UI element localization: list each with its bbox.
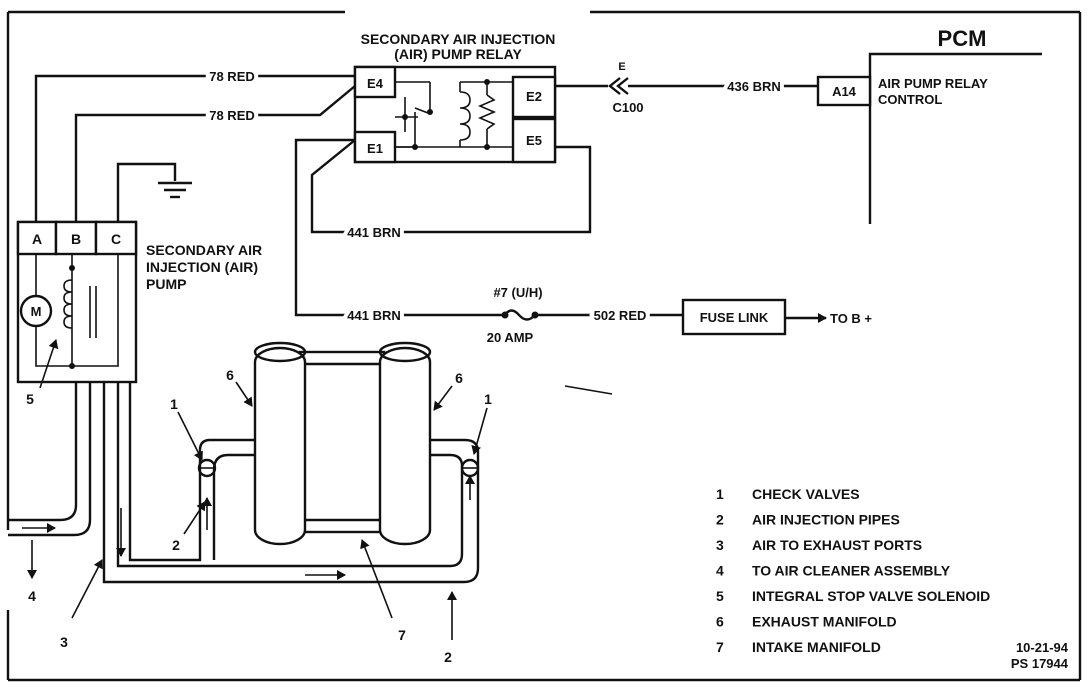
callout-2-left: 2 (172, 537, 180, 553)
wire-78-red-a-label: 78 RED (209, 69, 255, 84)
wire-78-red-b-label: 78 RED (209, 108, 255, 123)
callout-1-left: 1 (170, 396, 178, 412)
pcm-pin-a14: A14 (832, 84, 857, 99)
fuse-rating: 20 AMP (487, 330, 534, 345)
fuse-7: #7 (U/H) 20 AMP (487, 285, 543, 345)
fuse-name: #7 (U/H) (493, 285, 542, 300)
relay-pin-e2: E2 (526, 89, 542, 104)
relay-pin-e4: E4 (367, 76, 384, 91)
wire-441-brn-upper: 441 BRN (310, 139, 592, 244)
legend-number: 5 (716, 588, 724, 604)
callout-5: 5 (26, 391, 34, 407)
check-valve-left-icon (197, 458, 217, 478)
wire-441-brn-lower: 441 BRN 502 RED (294, 138, 683, 327)
fuse-link-label: FUSE LINK (700, 310, 769, 325)
fuse-link: FUSE LINK TO B + (681, 298, 872, 336)
legend-number: 2 (716, 512, 724, 528)
legend-number: 7 (716, 639, 724, 655)
ground-wire (116, 162, 192, 225)
wire-502-red-label: 502 RED (594, 308, 647, 323)
solenoid-coil-icon (63, 279, 73, 329)
legend-text: INTAKE MANIFOLD (752, 639, 881, 655)
relay-title-line2: (AIR) PUMP RELAY (394, 46, 522, 62)
pcm-label-line2: CONTROL (878, 92, 942, 107)
callout-6-right: 6 (455, 370, 463, 386)
wire-441-brn-upper-label: 441 BRN (347, 225, 400, 240)
legend-number: 4 (716, 563, 724, 579)
legend-text: AIR INJECTION PIPES (752, 512, 900, 528)
legend-text: CHECK VALVES (752, 486, 860, 502)
callout-4: 4 (28, 588, 36, 604)
legend-text: AIR TO EXHAUST PORTS (752, 537, 922, 553)
relay-pin-e2-box (511, 75, 557, 119)
pump-label-line3: PUMP (146, 276, 186, 292)
wire-436-brn: 436 BRN E C100 (555, 61, 818, 115)
pump-motor-label: M (31, 304, 42, 319)
legend-text: INTEGRAL STOP VALVE SOLENOID (752, 588, 990, 604)
pcm-module: PCM A14 AIR PUMP RELAY CONTROL (816, 26, 1042, 224)
pump-pin-c: C (111, 231, 121, 247)
air-pump-relay: SECONDARY AIR INJECTION (AIR) PUMP RELAY… (353, 31, 557, 164)
air-pump: A B C M SECONDARY AIR INJECTION (AIR) PU… (16, 220, 262, 384)
connector-c100-icon (608, 77, 629, 95)
wire-78-red-a: 78 RED (34, 65, 355, 225)
intake-manifold (298, 350, 386, 534)
pump-pin-a: A (32, 231, 42, 247)
relay-pin-e5-box (511, 117, 557, 164)
to-battery-label: TO B + (830, 311, 872, 326)
pump-label-line1: SECONDARY AIR (146, 242, 262, 258)
legend-number: 3 (716, 537, 724, 553)
relay-pin-e5: E5 (526, 133, 542, 148)
callout-1-right: 1 (484, 391, 492, 407)
pump-label-line2: INJECTION (AIR) (146, 259, 258, 275)
callouts: 5 6 6 1 1 2 2 3 4 7 (26, 339, 613, 665)
legend-text: TO AIR CLEANER ASSEMBLY (752, 563, 951, 579)
pcm-label-line1: AIR PUMP RELAY (878, 76, 988, 91)
connector-letter: E (618, 61, 625, 73)
footer-ref: PS 17944 (1011, 656, 1069, 671)
legend-number: 1 (716, 486, 724, 502)
legend-number: 6 (716, 614, 724, 630)
wire-441-brn-lower-label: 441 BRN (347, 308, 400, 323)
wire-436-brn-label: 436 BRN (727, 79, 780, 94)
relay-coil-icon (395, 79, 513, 150)
air-hoses (8, 382, 480, 584)
footer-date: 10-21-94 (1016, 640, 1069, 655)
exhaust-manifold-left (253, 341, 307, 546)
callout-3: 3 (60, 634, 68, 650)
legend: 1 CHECK VALVES 2 AIR INJECTION PIPES 3 AIR TO… (716, 486, 990, 655)
relay-title-line1: SECONDARY AIR INJECTION (361, 31, 556, 47)
pump-pin-b: B (71, 231, 81, 247)
relay-switch-contacts (395, 81, 433, 148)
legend-text: EXHAUST MANIFOLD (752, 614, 897, 630)
wire-78-red-b: 78 RED (74, 85, 356, 225)
motor-icon (19, 294, 53, 328)
callout-2-bottom: 2 (444, 649, 452, 665)
check-valve-right-icon (460, 458, 480, 478)
diagram-border (6, 10, 1082, 682)
pcm-title: PCM (938, 26, 987, 51)
callout-6-left: 6 (226, 367, 234, 383)
connector-name: C100 (612, 100, 643, 115)
callout-7: 7 (398, 627, 406, 643)
relay-pin-e1: E1 (367, 141, 383, 156)
exhaust-manifold-right (378, 341, 432, 546)
